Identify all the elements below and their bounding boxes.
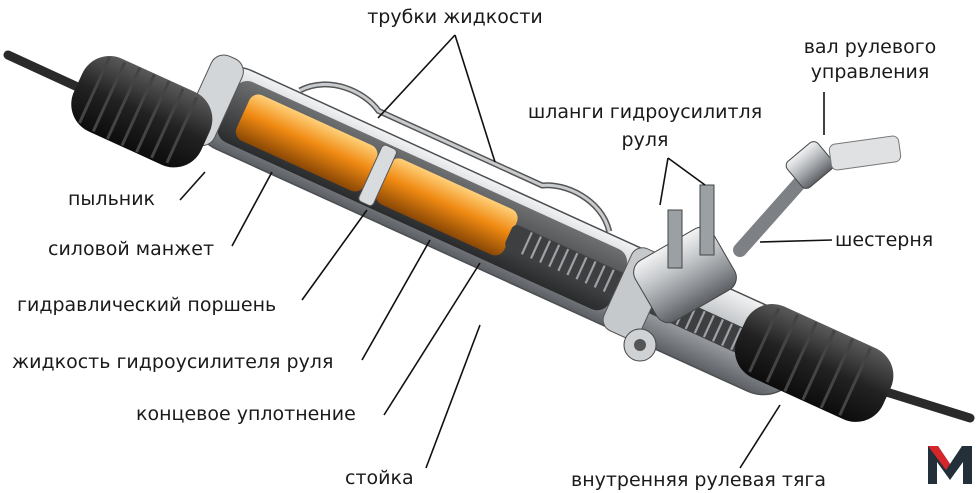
label-hydraulic-piston: гидравлический поршень [17, 294, 277, 316]
fluid-chamber-left [235, 94, 378, 192]
label-inner-tie-rod: внутренняя рулевая тяга [571, 469, 826, 491]
steering-shaft [733, 135, 902, 257]
label-pinion: шестерня [835, 229, 934, 251]
rack-housing [182, 54, 807, 396]
power-hose-right [699, 184, 715, 256]
label-steering-fluid: жидкость гидроусилителя руля [12, 351, 334, 373]
piston [358, 144, 397, 207]
right-tie-rod [875, 385, 975, 423]
label-boot: пыльник [68, 188, 156, 210]
fluid-chamber-right [375, 158, 518, 256]
label-fluid-tubes: трубки жидкости [367, 6, 543, 28]
letter-m-logo [928, 446, 972, 484]
label-power-seal: силовой манжет [48, 238, 215, 260]
left-boot [71, 56, 213, 168]
valve-body [623, 184, 737, 362]
label-power-hoses-line2: руля [621, 129, 669, 151]
right-boot [734, 304, 894, 422]
label-power-hoses-line1: шланги гидроусилитля [527, 101, 763, 123]
power-hose-left [667, 209, 683, 269]
label-end-seal: концевое уплотнение [136, 403, 356, 425]
leader-lines [179, 34, 833, 469]
label-rack: стойка [345, 467, 414, 489]
label-steering-shaft-line1: вал рулевого [803, 36, 937, 58]
label-steering-shaft-line2: управления [810, 61, 930, 83]
